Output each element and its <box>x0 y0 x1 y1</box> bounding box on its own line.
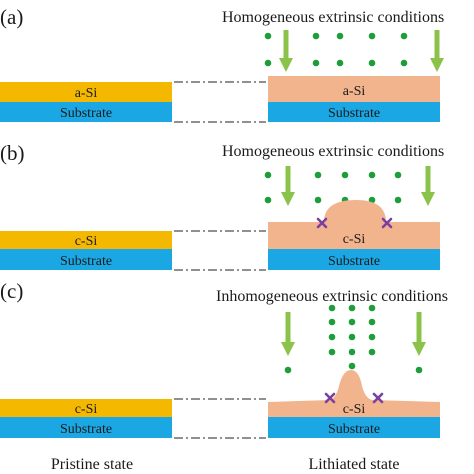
substrate <box>268 417 440 438</box>
crack-marker-icon <box>372 392 384 404</box>
panel-a-lithium-dots <box>264 32 408 67</box>
panel-b: (b) Homogeneous extrinsic conditions c-S… <box>0 141 444 271</box>
film-label: a-Si <box>75 86 98 101</box>
lithiated-film <box>268 76 440 102</box>
film-label: a-Si <box>343 84 366 99</box>
panel-c-arrows <box>281 312 426 356</box>
film-label: c-Si <box>75 402 98 417</box>
crack-marker-icon <box>324 392 336 404</box>
lithiated-state-label: Lithiated state <box>308 456 399 473</box>
substrate <box>268 249 440 270</box>
lithiated-film-with-bulge <box>268 200 440 249</box>
panel-b-lithiated-stack: c-Si Substrate <box>268 200 440 270</box>
film-label: c-Si <box>343 232 366 247</box>
substrate-label: Substrate <box>60 106 112 121</box>
panel-b-arrows <box>281 166 435 206</box>
panel-b-pristine-stack: c-Si Substrate <box>0 231 172 270</box>
panel-a: (a) Homogeneous extrinsic conditions a-S… <box>0 5 444 123</box>
crack-marker-icon <box>381 217 393 229</box>
substrate <box>0 102 172 122</box>
panel-c-lithium-dots <box>284 304 423 374</box>
c-si-film <box>0 399 172 417</box>
substrate-label: Substrate <box>60 254 112 269</box>
panel-a-pristine-stack: a-Si Substrate <box>0 82 172 122</box>
panel-a-lithiated-stack: a-Si Substrate <box>268 76 440 122</box>
film-label: c-Si <box>75 234 98 249</box>
crack-marker-icon <box>316 217 328 229</box>
panel-c: (c) Inhomogeneous extrinsic conditions c… <box>0 279 448 439</box>
panel-b-lithium-dots <box>264 171 402 204</box>
substrate <box>0 417 172 438</box>
panel-b-guide-lines <box>174 230 266 271</box>
panel-a-arrows <box>279 30 444 72</box>
panel-c-guide-lines <box>174 398 266 439</box>
panel-a-condition: Homogeneous extrinsic conditions <box>222 9 444 26</box>
substrate <box>268 102 440 122</box>
panel-b-tag: (b) <box>0 141 25 165</box>
panel-b-condition: Homogeneous extrinsic conditions <box>222 143 444 160</box>
panel-c-tag: (c) <box>0 279 23 303</box>
pristine-state-label: Pristine state <box>51 456 133 473</box>
substrate-label: Substrate <box>328 422 380 437</box>
panel-a-guide-lines <box>174 81 266 123</box>
lithiated-film-with-spike <box>268 370 440 417</box>
panel-c-lithiated-stack: c-Si Substrate <box>268 370 440 438</box>
substrate-label: Substrate <box>328 254 380 269</box>
panel-c-condition: Inhomogeneous extrinsic conditions <box>216 288 448 305</box>
substrate-label: Substrate <box>60 422 112 437</box>
substrate-label: Substrate <box>328 106 380 121</box>
panel-c-pristine-stack: c-Si Substrate <box>0 399 172 438</box>
c-si-film <box>0 231 172 249</box>
substrate <box>0 249 172 270</box>
panel-a-tag: (a) <box>0 5 23 29</box>
a-si-film <box>0 82 172 102</box>
film-label: c-Si <box>343 402 366 417</box>
